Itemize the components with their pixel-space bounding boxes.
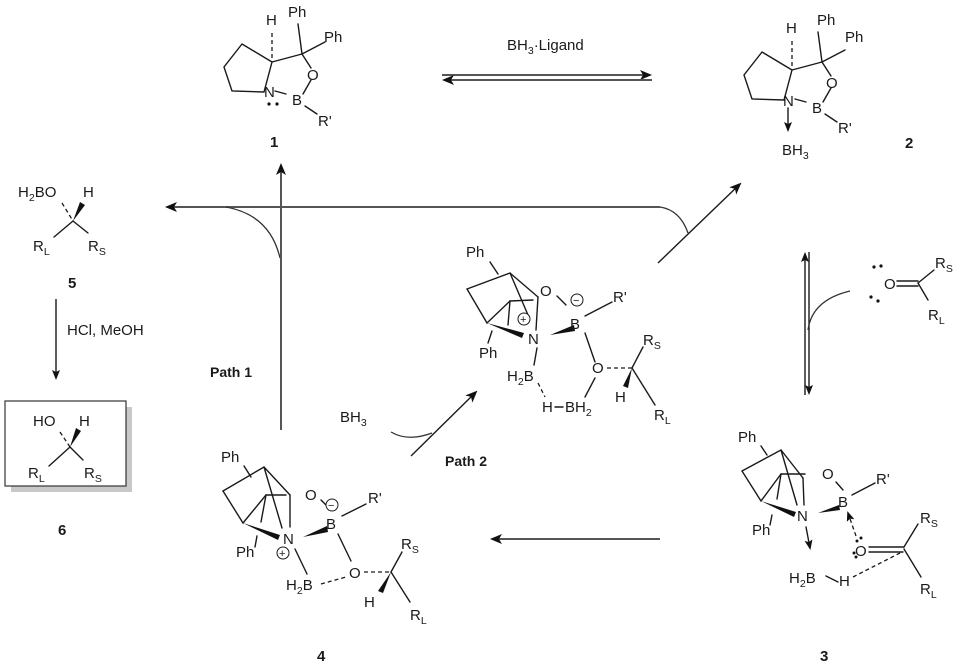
compound-number-3: 3 <box>820 648 828 665</box>
c4-ph-a: Ph <box>221 449 239 466</box>
c4-rl: RL <box>410 607 427 627</box>
ts-h2b: H2B <box>507 368 534 388</box>
transition-state-path-2: Ph O − B R' + N Ph H2B H BH2 O RS H <box>466 244 671 427</box>
c4-rs: RS <box>401 536 419 556</box>
compound-2: H Ph Ph O N B R' BH3 2 <box>743 12 913 162</box>
c1-h: H <box>266 12 277 29</box>
c2-r: R' <box>838 120 852 137</box>
c2-ph-a: Ph <box>817 12 835 29</box>
c4-plus-charge: + <box>276 546 290 560</box>
c4-n: N <box>283 531 294 548</box>
c6-rl: RL <box>28 465 45 485</box>
c4-h2b: H2B <box>286 577 313 597</box>
arrow-5-to-6: HCl, MeOH <box>52 299 144 380</box>
arrow-path-2: BH3 Path 2 <box>340 390 487 469</box>
ts-ph-a: Ph <box>466 244 484 261</box>
c1-o: O <box>307 67 319 84</box>
c2-h: H <box>786 20 797 37</box>
ketone-rl: RL <box>928 307 945 327</box>
path-1-label: Path 1 <box>210 364 252 380</box>
c1-r: R' <box>318 113 332 130</box>
equilibrium-arrow-2-3 <box>801 252 851 395</box>
compound-5: H2BO H RL RS 5 <box>18 184 106 292</box>
compound-number-1: 1 <box>270 134 278 151</box>
c4-b: B <box>326 516 336 533</box>
c1-ph-b: Ph <box>324 29 342 46</box>
c6-rs: RS <box>84 465 102 485</box>
compound-number-2: 2 <box>905 135 913 152</box>
c2-b: B <box>812 100 822 117</box>
c1-n: N <box>264 84 275 101</box>
c3-h2b: H2B <box>789 570 816 590</box>
ts-o2: O <box>592 360 604 377</box>
c6-ho: HO <box>33 413 56 430</box>
ketone-substrate: O RS RL <box>869 255 953 327</box>
svg-text:−: − <box>328 500 334 512</box>
c2-bh3: BH3 <box>782 142 809 162</box>
ts-ph-b: Ph <box>479 345 497 362</box>
equilibrium-arrow-1-2: BH3·Ligand <box>442 37 652 85</box>
ts-hc: H <box>615 389 626 406</box>
bh3-ligand-label: BH3·Ligand <box>507 37 584 57</box>
svg-text:−: − <box>573 295 579 307</box>
ts-o: O <box>540 283 552 300</box>
compound-1: H Ph Ph O N B R' 1 <box>223 4 342 151</box>
ts-rl: RL <box>654 407 671 427</box>
c3-rs: RS <box>920 510 938 530</box>
c4-o2: O <box>349 565 361 582</box>
c5-h2bo: H2BO <box>18 184 56 204</box>
ts-bh2: BH2 <box>565 399 592 419</box>
compound-number-5: 5 <box>68 275 76 292</box>
c2-n: N <box>783 93 794 110</box>
c5-rl: RL <box>33 238 50 258</box>
ts-plus-charge: + <box>517 312 531 326</box>
c4-r: R' <box>368 490 382 507</box>
c3-o: O <box>822 466 834 483</box>
c3-b: B <box>838 494 848 511</box>
c3-h: H <box>839 573 850 590</box>
compound-number-4: 4 <box>317 648 326 665</box>
c3-carbonyl-o: O <box>855 543 867 560</box>
c1-b: B <box>292 92 302 109</box>
c3-r: R' <box>876 471 890 488</box>
compound-6: HO H RL RS 6 <box>4 400 132 539</box>
arrow-regenerate-2 <box>657 182 742 264</box>
ts-h: H <box>542 399 553 416</box>
hcl-meoh-label: HCl, MeOH <box>67 322 144 339</box>
c5-h: H <box>83 184 94 201</box>
c4-minus-charge: − <box>325 498 339 512</box>
c2-ph-b: Ph <box>845 29 863 46</box>
c5-rs: RS <box>88 238 106 258</box>
c6-h: H <box>79 413 90 430</box>
c3-ph-b: Ph <box>752 522 770 539</box>
path-2-label: Path 2 <box>445 453 487 469</box>
compound-4: Ph O − B R' N + Ph H2B O RS H RL 4 <box>221 449 427 665</box>
ts-r: R' <box>613 289 627 306</box>
compound-number-6: 6 <box>58 522 66 539</box>
c3-rl: RL <box>920 581 937 601</box>
c2-o: O <box>826 75 838 92</box>
c4-o: O <box>305 487 317 504</box>
c4-ph-b: Ph <box>236 544 254 561</box>
ts-rs: RS <box>643 332 661 352</box>
c3-ph-a: Ph <box>738 429 756 446</box>
compound-3: Ph O B R' N Ph O RS RL H2B H 3 <box>738 429 938 665</box>
svg-text:+: + <box>279 548 285 560</box>
c3-n: N <box>797 508 808 525</box>
ketone-rs: RS <box>935 255 953 275</box>
arrow-release-product: Path 1 <box>165 163 660 430</box>
c1-ph-a: Ph <box>288 4 306 21</box>
ts-n: N <box>528 331 539 348</box>
svg-text:+: + <box>520 314 526 326</box>
ketone-o: O <box>884 276 896 293</box>
ts-b: B <box>570 316 580 333</box>
product-box <box>4 400 127 487</box>
bh3-reagent-label: BH3 <box>340 409 367 429</box>
ts-minus-charge: − <box>570 293 584 307</box>
c4-h: H <box>364 594 375 611</box>
